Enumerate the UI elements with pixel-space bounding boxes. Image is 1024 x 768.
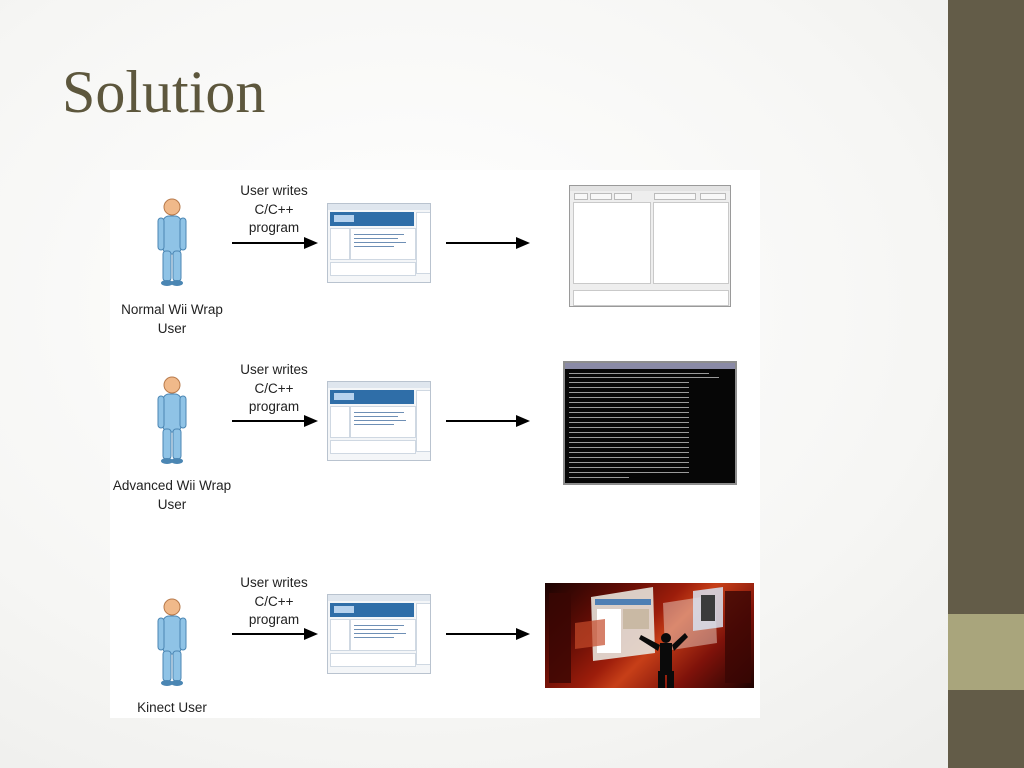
kinect-scene-illustration: [549, 587, 751, 688]
user-icon-advanced: [157, 376, 187, 464]
user-label-normal: Normal Wii Wrap User: [121, 302, 223, 336]
gui-window-screenshot: [569, 185, 731, 307]
kinect-interface-image: [545, 583, 754, 688]
user-icon-normal: [157, 198, 187, 286]
user-icon-kinect: [157, 598, 187, 686]
page-title: Solution: [62, 59, 266, 125]
ide-screenshot-3: [327, 594, 431, 674]
ide-screenshot-1: [327, 203, 431, 283]
user-label-advanced: Advanced Wii Wrap User: [112, 478, 232, 512]
right-sidebar-accent: [948, 614, 1024, 690]
console-output-screenshot: [563, 361, 737, 485]
action-label-normal: User writes C/C++ program: [240, 183, 308, 235]
action-label-kinect: User writes C/C++ program: [240, 575, 308, 627]
action-label-advanced: User writes C/C++ program: [240, 362, 308, 414]
arrow-to-result-2: [446, 415, 530, 427]
arrow-to-result-3: [446, 628, 530, 640]
user-label-kinect: Kinect User: [137, 700, 207, 715]
ide-screenshot-2: [327, 381, 431, 461]
arrow-to-result-1: [446, 237, 530, 249]
arrow-to-ide-1: [232, 237, 318, 249]
arrow-to-ide-2: [232, 415, 318, 427]
arrow-to-ide-3: [232, 628, 318, 640]
